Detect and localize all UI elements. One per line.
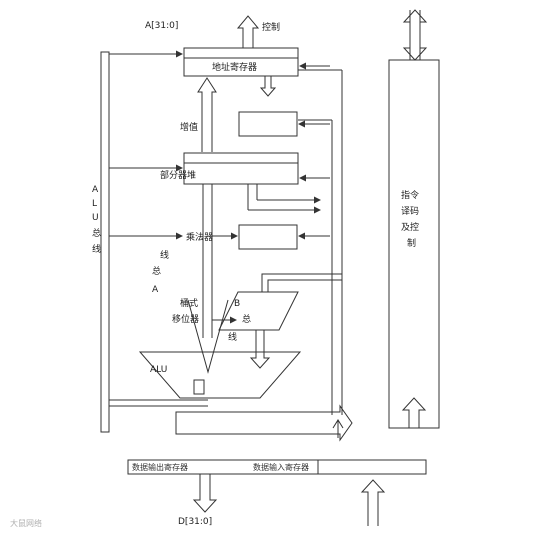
increment-up-arrow <box>197 77 217 152</box>
data-wide-arrow <box>175 404 353 442</box>
address-register-label: 地址寄存器 <box>212 61 257 73</box>
bus-b-label-2: 总 <box>242 313 251 325</box>
incrementer-box <box>238 111 298 137</box>
data-out-register-label: 数据输出寄存器 <box>132 462 188 472</box>
addr-down-arrow <box>259 76 277 97</box>
shifter-label-1: 桶式 <box>180 297 198 309</box>
alu-bus-label-3: U <box>92 213 99 223</box>
data-bus-down-arrow <box>192 474 218 513</box>
alu-bus-bar <box>100 51 110 433</box>
addr-bus-label: A[31:0] <box>145 21 178 31</box>
multiplier-label: 乘法器 <box>186 231 213 243</box>
barrel-shifter-box <box>218 291 299 331</box>
decode-top-double-arrow <box>402 9 428 60</box>
alu-label: ALU <box>150 365 167 375</box>
instruction-decode-box <box>388 59 440 429</box>
alu-bus-label-4: 总 <box>92 227 101 239</box>
alu-box <box>138 351 302 399</box>
bus-a-label-2: 总 <box>152 265 161 277</box>
bus-a-label-1: 线 <box>160 249 169 261</box>
control-up-arrow <box>236 15 260 48</box>
alu-bus-label-1: A <box>92 185 99 195</box>
decode-label-1: 指令 <box>401 189 419 201</box>
control-label: 控制 <box>262 21 280 33</box>
decode-label-4: 制 <box>407 237 416 249</box>
data-register-bar <box>127 459 427 475</box>
register-file-label: 部分器堆 <box>160 169 196 181</box>
incrementer-label: 增值 <box>180 121 198 133</box>
bus-a-label-3: A <box>152 285 159 295</box>
data-in-register-label: 数据输入寄存器 <box>253 462 309 472</box>
address-register-box <box>183 47 299 77</box>
bus-b-label-1: B <box>234 299 240 309</box>
watermark-text: 大鼠网络 <box>10 518 42 528</box>
register-file-box <box>183 152 299 185</box>
data-bus-label: D[31:0] <box>178 517 212 527</box>
decode-label-3: 及控 <box>401 221 419 233</box>
bus-b-label-3: 线 <box>228 331 237 343</box>
decode-label-2: 译码 <box>401 206 419 217</box>
multiplier-box <box>238 224 298 250</box>
alu-bus-label-5: 线 <box>92 243 101 255</box>
shifter-label-2: 移位器 <box>172 313 199 325</box>
alu-bus-label-2: L <box>92 199 97 209</box>
